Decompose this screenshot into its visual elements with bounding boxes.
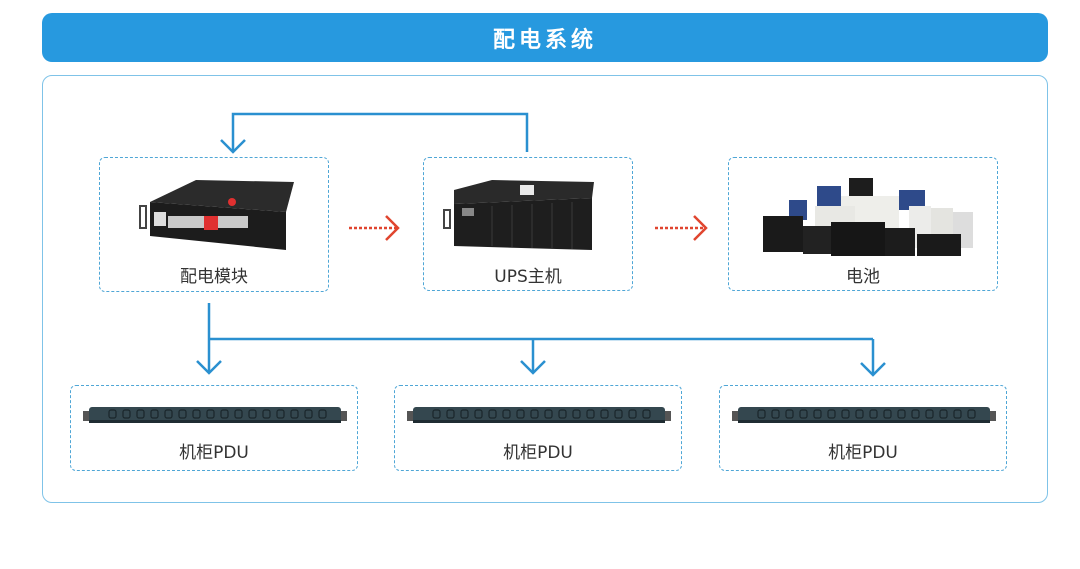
power-module-label: 配电模块 xyxy=(180,267,248,287)
rack-pdu-icon xyxy=(407,407,671,423)
ups-to-battery-arrowhead xyxy=(693,215,708,241)
node-power-module: 配电模块 xyxy=(99,157,329,292)
diagram-panel xyxy=(42,75,1048,503)
ups-label: UPS主机 xyxy=(494,267,562,287)
title-banner: 配电系统 xyxy=(42,13,1048,62)
pdu2-arrowhead xyxy=(520,360,546,375)
node-pdu-1: 机柜PDU xyxy=(70,385,358,471)
module-to-ups-arrowhead xyxy=(385,215,400,241)
page-title: 配电系统 xyxy=(492,27,597,53)
ups-to-module-line xyxy=(231,112,529,152)
power-module-icon xyxy=(139,180,294,250)
pdu-label: 机柜PDU xyxy=(503,443,573,463)
ups-icon xyxy=(443,180,594,250)
battery-icon xyxy=(763,178,973,256)
ups-to-module-arrowhead xyxy=(220,139,246,154)
pdu1-arrowhead xyxy=(196,360,222,375)
rack-pdu-icon xyxy=(83,407,347,423)
node-pdu-2: 机柜PDU xyxy=(394,385,682,471)
pdu-label: 机柜PDU xyxy=(828,443,898,463)
node-battery: 电池 xyxy=(728,157,998,291)
battery-label: 电池 xyxy=(846,267,880,287)
node-pdu-3: 机柜PDU xyxy=(719,385,1007,471)
node-ups: UPS主机 xyxy=(423,157,633,291)
pdu3-arrowhead xyxy=(860,362,886,377)
pdu-label: 机柜PDU xyxy=(179,443,249,463)
rack-pdu-icon xyxy=(732,407,996,423)
